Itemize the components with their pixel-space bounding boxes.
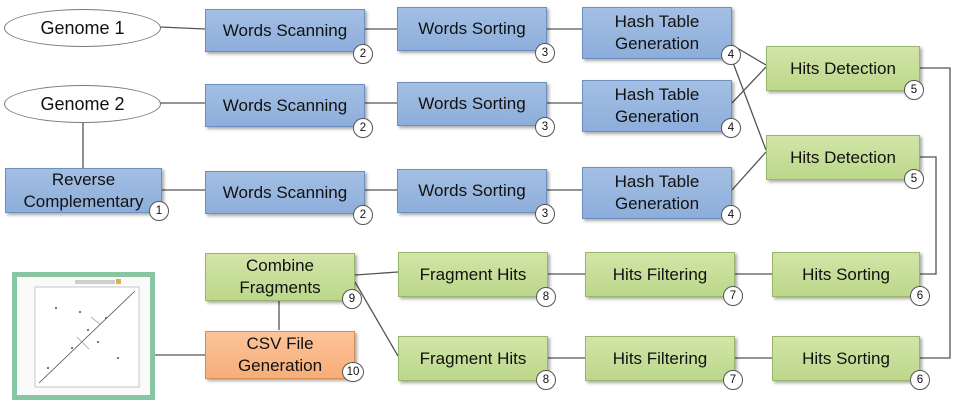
- fragment-hits-step-2: Fragment Hits: [398, 336, 548, 381]
- step-number-badge: 2: [353, 44, 373, 64]
- hits-detection-step-2: Hits Detection: [766, 135, 920, 180]
- genome-1-node: Genome 1: [4, 9, 161, 47]
- step-number-badge: 7: [723, 286, 743, 306]
- words-scanning-step-1: Words Scanning: [205, 9, 365, 52]
- fragment-hits-step-1: Fragment Hits: [398, 252, 548, 297]
- step-number-badge: 7: [723, 370, 743, 390]
- step-number-badge: 3: [535, 43, 555, 63]
- words-sorting-step-1: Words Sorting: [397, 7, 547, 51]
- words-scanning-step-3: Words Scanning: [205, 171, 365, 214]
- words-sorting-step-3: Words Sorting: [397, 169, 547, 213]
- dot-plot-icon: [34, 279, 140, 388]
- step-number-badge: 2: [353, 118, 373, 138]
- hash-table-step-2: Hash Table Generation: [582, 80, 732, 132]
- combine-fragments-step: Combine Fragments: [205, 253, 355, 301]
- csv-file-generation-step: CSV File Generation: [205, 331, 355, 379]
- step-number-badge: 6: [910, 370, 930, 390]
- dot-plot-thumbnail: [12, 272, 155, 400]
- reverse-complementary-step: Reverse Complementary: [5, 168, 162, 213]
- step-number-badge: 5: [904, 169, 924, 189]
- hits-filtering-step-2: Hits Filtering: [585, 336, 735, 381]
- step-number-badge: 4: [721, 205, 741, 225]
- step-number-badge: 4: [721, 118, 741, 138]
- step-number-badge: 8: [536, 287, 556, 307]
- step-number-badge: 1: [149, 201, 169, 221]
- step-number-badge: 8: [536, 370, 556, 390]
- reverse-complementary-label: Reverse Complementary: [23, 169, 144, 211]
- step-number-badge: 2: [353, 205, 373, 225]
- hash-table-step-1: Hash Table Generation: [582, 7, 732, 59]
- words-scanning-step-2: Words Scanning: [205, 84, 365, 127]
- genome-2-node: Genome 2: [4, 85, 161, 123]
- hits-sorting-step-1: Hits Sorting: [772, 252, 920, 297]
- genome-2-label: Genome 2: [40, 93, 125, 114]
- dot-plot-image: [17, 277, 150, 395]
- step-number-badge: 10: [342, 362, 364, 382]
- hits-sorting-step-2: Hits Sorting: [772, 336, 920, 381]
- words-sorting-step-2: Words Sorting: [397, 82, 547, 126]
- hash-table-step-3: Hash Table Generation: [582, 167, 732, 219]
- genome-1-label: Genome 1: [40, 17, 125, 38]
- hits-detection-step-1: Hits Detection: [766, 46, 920, 91]
- step-number-badge: 9: [342, 289, 362, 309]
- step-number-badge: 5: [904, 80, 924, 100]
- step-number-badge: 3: [535, 204, 555, 224]
- step-number-badge: 6: [910, 286, 930, 306]
- hits-filtering-step-1: Hits Filtering: [585, 252, 735, 297]
- step-number-badge: 3: [535, 117, 555, 137]
- step-number-badge: 4: [721, 45, 741, 65]
